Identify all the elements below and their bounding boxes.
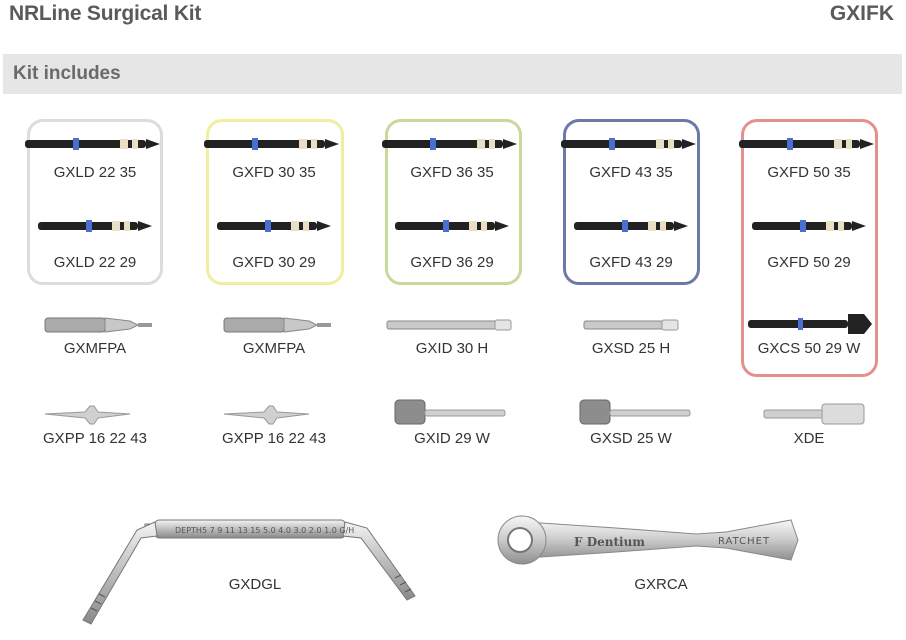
kit-item: GXFD 36 29 (377, 210, 527, 271)
group-frame-4 (563, 119, 700, 285)
page-title: NRLine Surgical Kit (9, 2, 202, 25)
kit-item-label: GXPP 16 22 43 (43, 430, 147, 447)
group-frame-3 (385, 119, 522, 285)
kit-item-label: XDE (793, 430, 825, 447)
kit-item: GXFD 36 35 (377, 128, 527, 188)
kit-item: GXFD 50 29 (734, 210, 884, 271)
section-title: Kit includes (13, 63, 121, 84)
group-frame-2 (206, 119, 344, 285)
kit-item: GXFD 30 35 (199, 128, 349, 188)
kit-item-label: GXLD 22 35 (53, 164, 137, 181)
kit-item-label: GXPP 16 22 43 (222, 430, 326, 447)
product-code: GXIFK (829, 2, 894, 25)
kit-item: GXFD 43 35 (556, 128, 706, 188)
kit-item: XDE (734, 396, 884, 456)
ratchet-image: F Dentium RATCHET (497, 515, 799, 565)
kit-item-label: GXFD 36 29 (410, 254, 494, 271)
kit-item: GXFD 50 35 (734, 128, 884, 188)
kit-item-label: GXMFPA (63, 340, 127, 357)
kit-item: GXMFPA (199, 306, 349, 366)
kit-item-label: GXSD 25 H (591, 340, 671, 357)
depth-gauge-label: GXDGL (228, 576, 282, 593)
kit-item: GXCS 50 29 W (734, 306, 884, 366)
group-frame-5 (741, 119, 878, 377)
kit-item-label: GXFD 36 35 (410, 164, 494, 181)
kit-item: GXPP 16 22 43 (199, 396, 349, 456)
kit-item: GXLD 22 35 (20, 128, 170, 188)
kit-item: GXSD 25 H (556, 306, 706, 366)
kit-item: GXPP 16 22 43 (20, 396, 170, 456)
kit-item-label: GXFD 30 35 (232, 164, 316, 181)
ratchet-engraving: RATCHET (718, 536, 770, 547)
kit-item-label: GXSD 25 W (590, 430, 672, 447)
depth-gauge-image: DEPTH5 7 9 11 13 15 5.0 4.0 3.0 2.0 1.0 … (82, 519, 416, 625)
section-band: Kit includes (3, 54, 902, 94)
kit-item-label: GXMFPA (242, 340, 306, 357)
kit-item: GXFD 43 29 (556, 210, 706, 271)
kit-item-label: GXCS 50 29 W (757, 340, 861, 357)
kit-item: GXID 29 W (377, 396, 527, 456)
kit-item: GXMFPA (20, 306, 170, 366)
kit-item-label: GXID 30 H (415, 340, 489, 357)
kit-item-label: GXFD 50 29 (767, 254, 851, 271)
kit-item: GXFD 30 29 (199, 210, 349, 271)
kit-item-label: GXFD 43 29 (589, 254, 673, 271)
ratchet-brand: F Dentium (574, 535, 645, 549)
kit-item-label: GXID 29 W (414, 430, 490, 447)
group-frame-1 (27, 119, 163, 285)
kit-item-label: GXLD 22 29 (53, 254, 137, 271)
kit-item-label: GXFD 30 29 (232, 254, 316, 271)
depth-gauge-engraving: DEPTH5 7 9 11 13 15 5.0 4.0 3.0 2.0 1.0 … (175, 526, 354, 535)
kit-item: GXID 30 H (377, 306, 527, 366)
kit-item-label: GXFD 43 35 (589, 164, 673, 181)
depth-gauge-item: DEPTH5 7 9 11 13 15 5.0 4.0 3.0 2.0 1.0 … (75, 510, 435, 635)
kit-item-label: GXFD 50 35 (767, 164, 851, 181)
kit-item: GXLD 22 29 (20, 210, 170, 271)
ratchet-item: F Dentium RATCHET GXRCA (496, 510, 806, 610)
kit-item: GXSD 25 W (556, 396, 706, 456)
ratchet-label: GXRCA (634, 576, 688, 593)
